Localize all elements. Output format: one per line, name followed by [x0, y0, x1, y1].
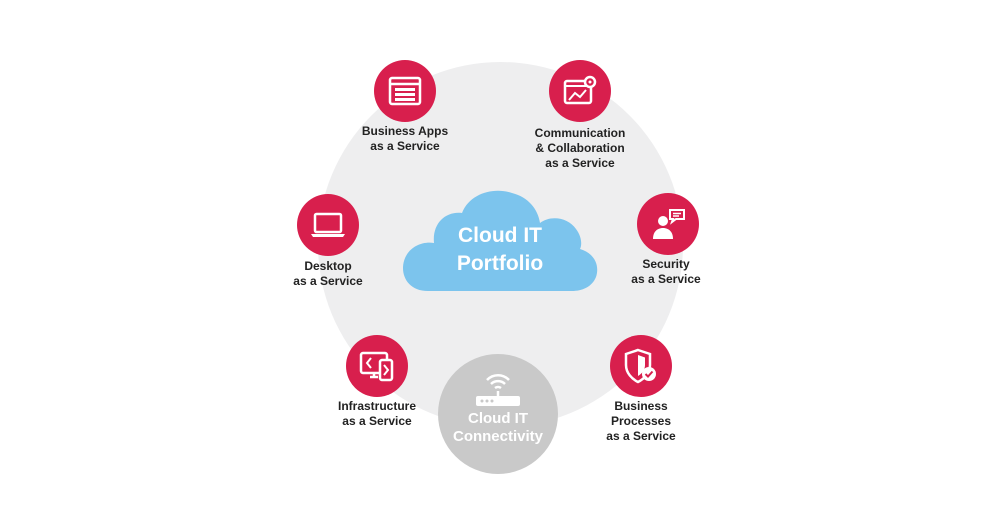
- label-line: Communication: [534, 126, 626, 140]
- infrastructure-label: Infrastructure as a Service: [297, 399, 457, 429]
- cloud-title-line2: Portfolio: [456, 252, 544, 275]
- laptop-icon: [311, 212, 345, 237]
- monitor-gear-icon: [563, 75, 597, 105]
- business-apps-node: [374, 60, 436, 122]
- router-wifi-icon: [476, 373, 520, 406]
- label-line: as a Service: [342, 414, 412, 428]
- communication-node: [549, 60, 611, 122]
- infrastructure-node: [346, 335, 408, 397]
- business-processes-label: Business Processes as a Service: [561, 399, 721, 444]
- label-line: as a Service: [293, 274, 363, 288]
- connectivity-title: Cloud IT Connectivity: [438, 410, 558, 446]
- security-node: [637, 193, 699, 255]
- label-line: Desktop: [304, 259, 352, 273]
- label-line: as a Service: [370, 139, 440, 153]
- cloud-shape: [403, 190, 598, 291]
- label-line: as a Service: [631, 272, 701, 286]
- connectivity-line2: Connectivity: [452, 428, 543, 445]
- label-line: as a Service: [606, 429, 676, 443]
- communication-label: Communication & Collaboration as a Servi…: [500, 126, 660, 171]
- business-processes-node: [610, 335, 672, 397]
- shield-check-icon: [624, 348, 656, 384]
- business-apps-label: Business Apps as a Service: [325, 124, 485, 154]
- person-speech-icon: [653, 209, 685, 239]
- desktop-node: [297, 194, 359, 256]
- label-line: Business Apps: [361, 124, 449, 138]
- label-line: Security: [642, 257, 690, 271]
- label-line: & Collaboration: [535, 141, 625, 155]
- browser-window-icon: [388, 76, 422, 106]
- connectivity-circle: [438, 354, 558, 474]
- label-line: Processes: [610, 414, 672, 428]
- label-line: Business: [614, 399, 668, 413]
- label-line: as a Service: [545, 156, 615, 170]
- label-line: Infrastructure: [337, 399, 417, 413]
- cloud-title-line1: Cloud IT: [458, 224, 542, 247]
- security-label: Security as a Service: [586, 257, 746, 287]
- desktop-label: Desktop as a Service: [248, 259, 408, 289]
- connectivity-line1: Cloud IT: [468, 410, 528, 427]
- monitor-phone-icon: [359, 351, 394, 382]
- cloud-title: Cloud IT Portfolio: [400, 222, 600, 278]
